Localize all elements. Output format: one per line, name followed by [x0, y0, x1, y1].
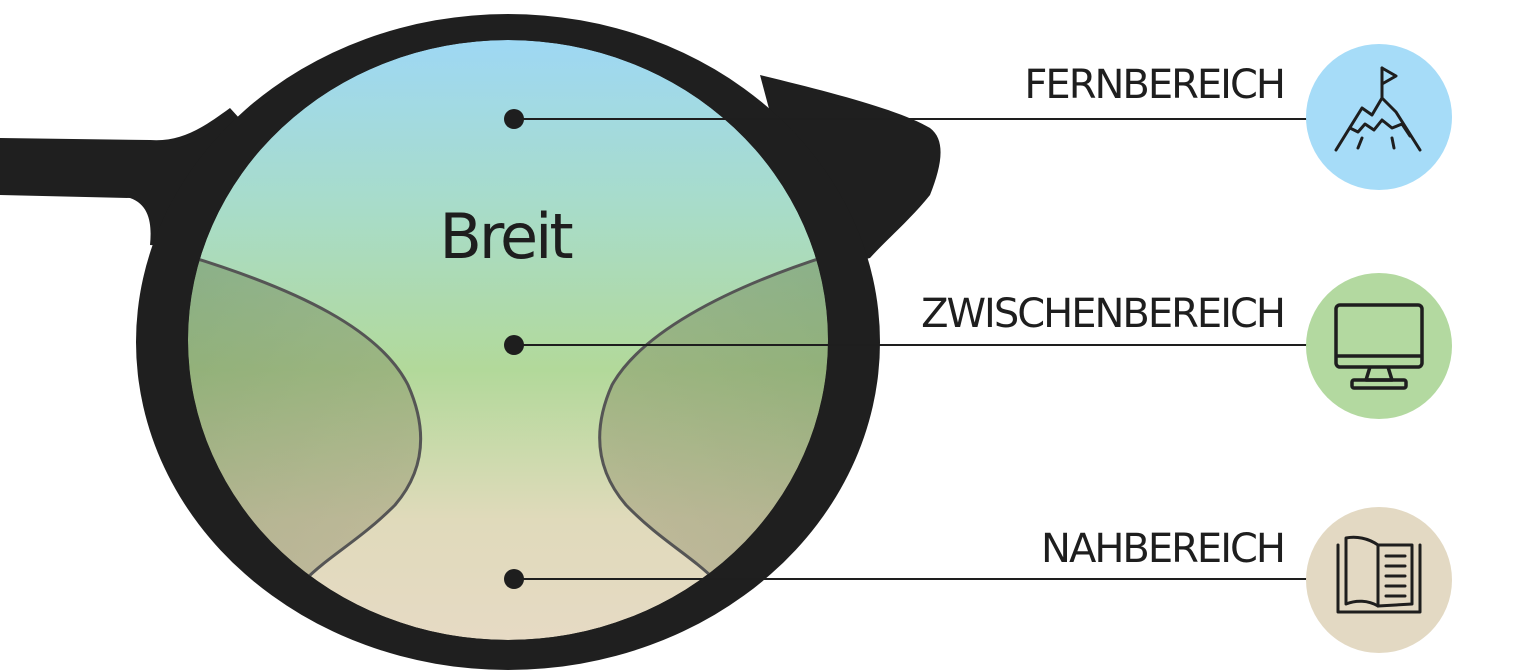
- open-book-icon: [1336, 535, 1422, 614]
- zone-zwischen: ZWISCHENBEREICH: [504, 273, 1452, 419]
- zone-label-fern: FERNBEREICH: [1024, 62, 1284, 108]
- zone-label-nah: NAHBEREICH: [1041, 526, 1284, 572]
- zone-nah: NAHBEREICH: [504, 507, 1452, 653]
- monitor-icon: [1334, 303, 1424, 390]
- zone-badge-fern: [1306, 44, 1452, 190]
- zone-label-zwischen: ZWISCHENBEREICH: [921, 291, 1284, 337]
- mountain-flag-icon: [1334, 66, 1422, 152]
- zone-badge-zwischen: [1306, 273, 1452, 419]
- zone-fern: FERNBEREICH: [504, 44, 1452, 190]
- lens-corridor-label: Breit: [439, 200, 572, 273]
